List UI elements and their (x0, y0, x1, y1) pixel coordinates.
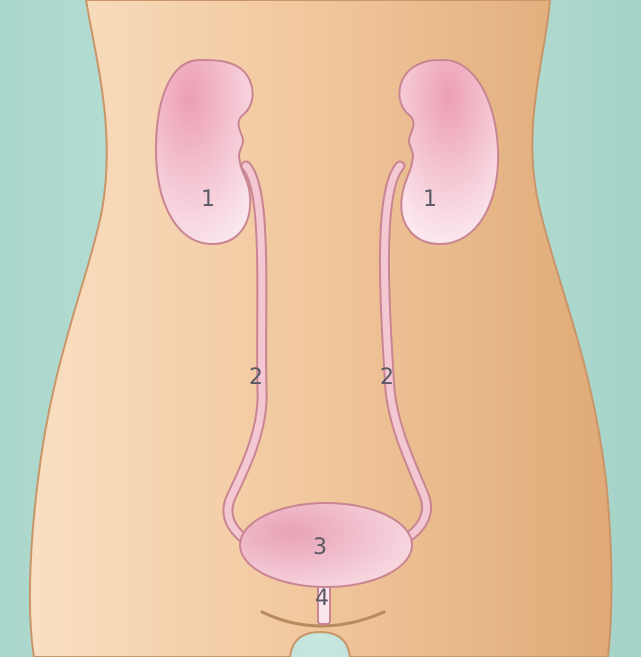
ureter-right-label: 2 (380, 365, 394, 390)
kidney-left (156, 60, 253, 244)
ureter-left-label: 2 (249, 365, 263, 390)
kidney-right-label: 1 (423, 187, 437, 212)
urethra-label: 4 (315, 586, 329, 611)
kidney-left-label: 1 (201, 187, 215, 212)
bladder-label: 3 (313, 535, 327, 560)
kidney-right (399, 60, 498, 244)
